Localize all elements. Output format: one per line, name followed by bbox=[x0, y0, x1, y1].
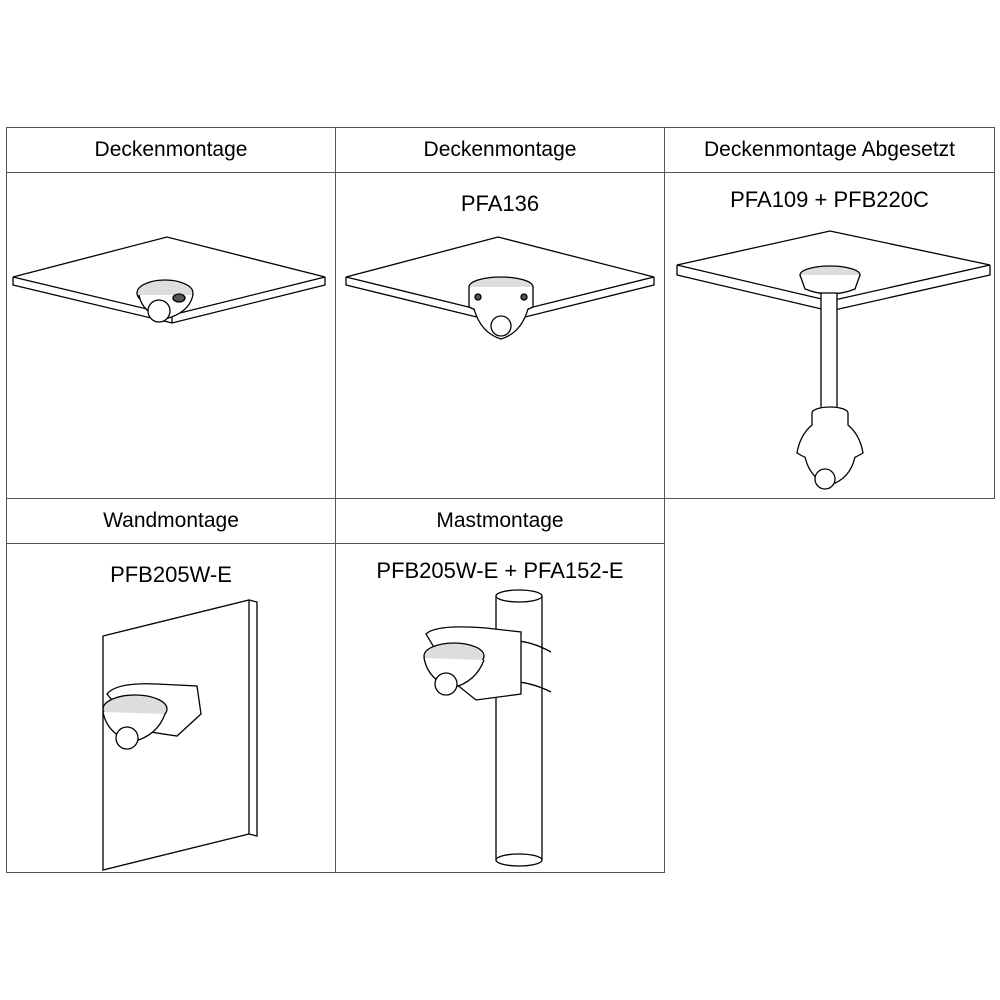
cell-ceiling-mount-pfa136: PFA136 bbox=[335, 172, 665, 499]
ceiling-mount-illustration bbox=[12, 236, 326, 324]
header-pole-mount: Mastmontage bbox=[335, 498, 665, 544]
cell-pole-mount: PFB205W-E + PFA152-E bbox=[335, 543, 665, 873]
header-ceiling-mount-pfa136: Deckenmontage bbox=[335, 127, 665, 173]
header-ceiling-mount: Deckenmontage bbox=[6, 127, 336, 173]
cell-pendant-mount: PFA109 + PFB220C bbox=[664, 172, 995, 499]
header-label: Deckenmontage bbox=[423, 138, 577, 161]
header-wall-mount: Wandmontage bbox=[6, 498, 336, 544]
header-label: Deckenmontage bbox=[94, 138, 248, 161]
cell-ceiling-mount bbox=[6, 172, 336, 499]
header-pendant-mount: Deckenmontage Abgesetzt bbox=[664, 127, 995, 173]
model-label: PFB205W-E + PFA152-E bbox=[376, 558, 624, 583]
model-label: PFA136 bbox=[460, 191, 540, 216]
wall-mount-illustration bbox=[102, 599, 258, 871]
header-label: Wandmontage bbox=[103, 509, 239, 532]
header-label: Deckenmontage Abgesetzt bbox=[704, 138, 955, 161]
ceiling-mount-box-illustration bbox=[345, 236, 655, 340]
pole-mount-illustration bbox=[423, 589, 552, 867]
model-label: PFB205W-E bbox=[110, 562, 232, 587]
pendant-mount-illustration bbox=[676, 230, 991, 490]
model-label: PFA109 + PFB220C bbox=[730, 187, 929, 212]
cell-wall-mount: PFB205W-E bbox=[6, 543, 336, 873]
header-label: Mastmontage bbox=[436, 509, 564, 532]
